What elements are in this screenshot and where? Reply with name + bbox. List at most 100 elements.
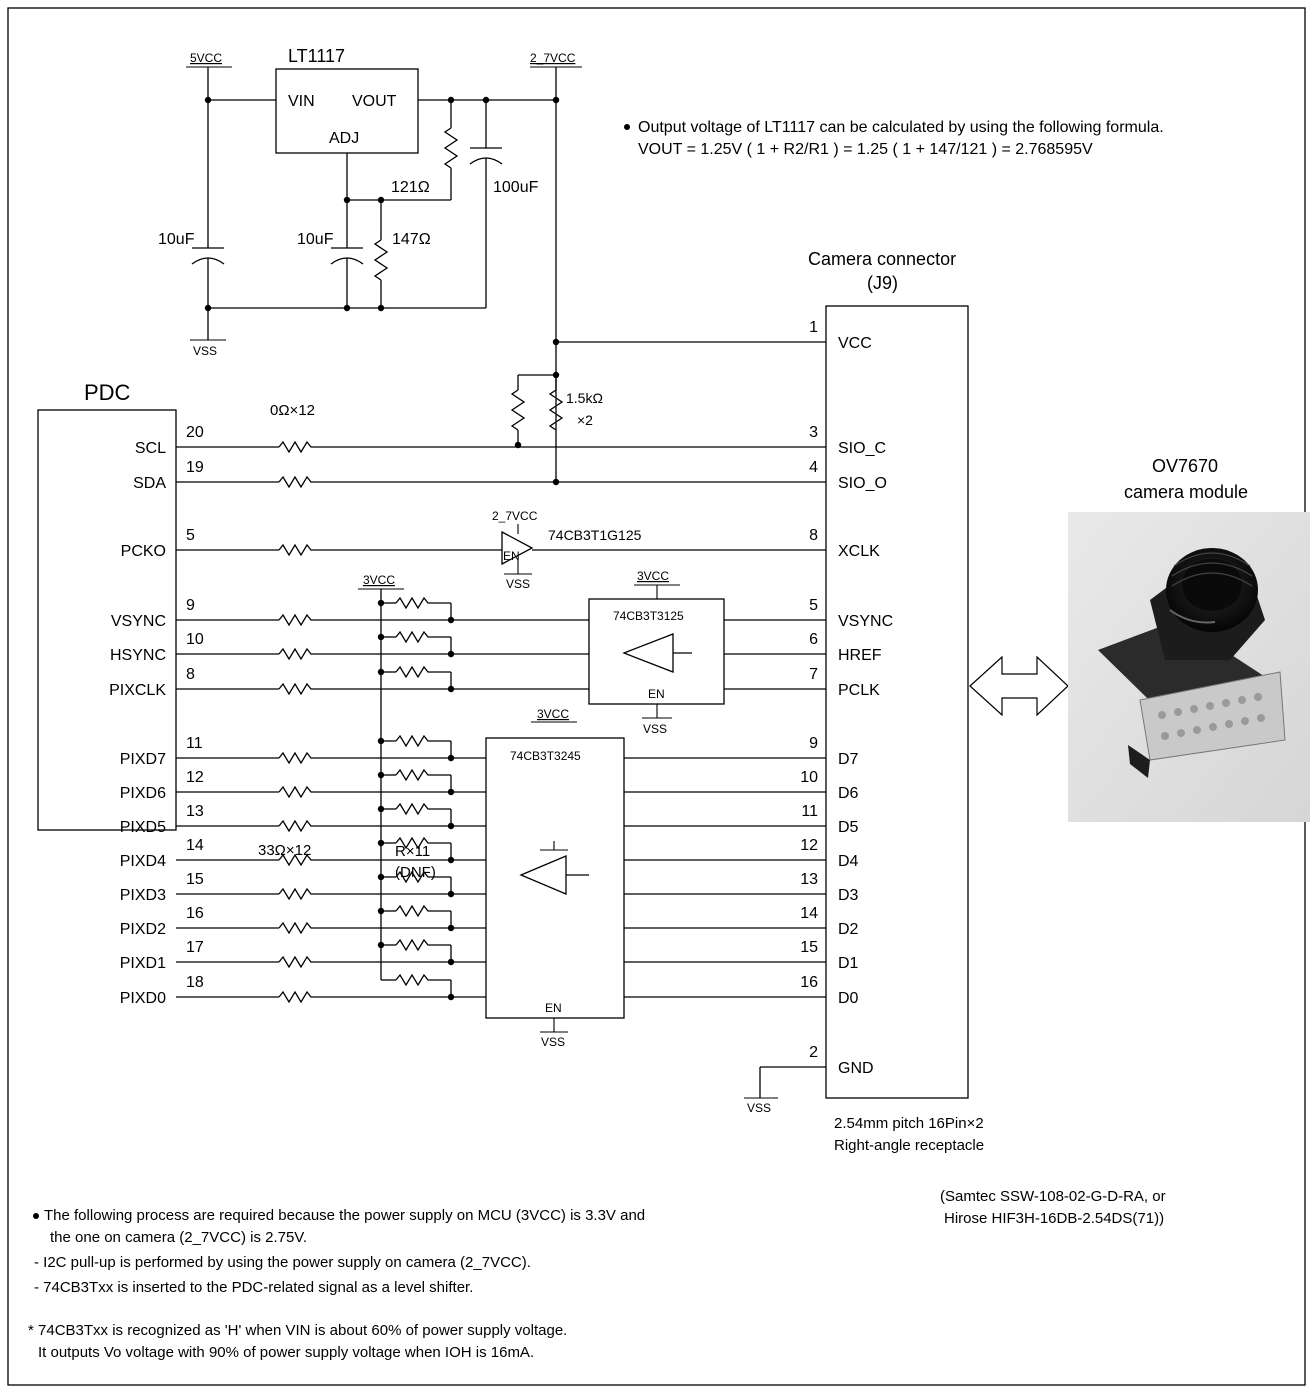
series-resistor-11 — [278, 921, 315, 935]
pdc-pins: SCL20SDA19PCKO5VSYNC9HSYNC10PIXCLK8PIXD7… — [109, 424, 204, 1007]
pdc-pin-label-2: PCKO — [121, 543, 166, 560]
camera-connector: Camera connector (J9) VCC1SIO_C3SIO_O4XC… — [556, 249, 1166, 1227]
pdc-pin-label-9: PIXD4 — [120, 853, 166, 870]
connector-pin-num-4: 5 — [809, 597, 818, 614]
pdc-pin-num-5: 8 — [186, 666, 195, 683]
pullup-count: ×2 — [577, 412, 593, 428]
pdc-pin-label-3: VSYNC — [111, 613, 166, 630]
dnf-resistor-2 — [395, 665, 432, 679]
pdc-box — [37, 409, 177, 831]
formula-note: Output voltage of LT1117 can be calculat… — [624, 119, 1164, 158]
ic-lt1117-adj: ADJ — [329, 130, 359, 147]
double-arrow-icon — [969, 655, 1069, 717]
connector-pin-label-2: SIO_O — [838, 475, 887, 492]
ic-lt1117-vin: VIN — [288, 93, 315, 110]
dnf-label-2: (DNF) — [395, 864, 436, 881]
buffer-74cb3t3245: 3VCC 74CB3T3245 EN VSS — [485, 707, 625, 1049]
connector-pin-num-7: 9 — [809, 735, 818, 752]
pdc-block: PDC SCL20SDA19PCKO5VSYNC9HSYNC10PIXCLK8P… — [37, 380, 204, 1007]
pdc-pin-num-0: 20 — [186, 424, 204, 441]
connector-pin-label-4: VSYNC — [838, 613, 893, 630]
dnf-resistor-column: 3VCC R×11 (DNF) — [358, 573, 455, 1001]
connector-pin-label-15: GND — [838, 1060, 874, 1077]
connector-spec-1: 2.54mm pitch 16Pin×2 — [834, 1115, 984, 1132]
i2c-pullups: 1.5kΩ ×2 — [510, 338, 603, 486]
connector-pin-num-8: 10 — [800, 769, 818, 786]
series-resistor-8 — [278, 819, 315, 833]
pdc-pin-num-12: 17 — [186, 939, 204, 956]
buffer-clk-supply: 2_7VCC — [492, 509, 538, 523]
buffer-data-en: EN — [545, 1001, 562, 1015]
series-resistor-5 — [278, 682, 315, 696]
pdc-pin-num-7: 12 — [186, 769, 204, 786]
buffer-sync-supply: 3VCC — [637, 569, 669, 583]
camera-desc: camera module — [1124, 482, 1248, 502]
c-adj-value: 10uF — [297, 231, 334, 248]
connector-part-1: (Samtec SSW-108-02-G-D-RA, or — [940, 1188, 1166, 1205]
pdc-pin-label-6: PIXD7 — [120, 751, 166, 768]
c-in-value: 10uF — [158, 231, 195, 248]
connector-ref: (J9) — [867, 273, 898, 293]
dnf-resistor-1 — [395, 630, 432, 644]
dnf-resistor-10 — [395, 973, 432, 987]
connector-pin-label-14: D0 — [838, 990, 859, 1007]
pdc-pin-num-4: 10 — [186, 631, 204, 648]
buffer-clk-vss: VSS — [506, 577, 530, 591]
series-resistor-3 — [278, 613, 315, 627]
note-4b: It outputs Vo voltage with 90% of power … — [38, 1344, 534, 1361]
connector-pin-num-13: 15 — [800, 939, 818, 956]
dnf-label-1: R×11 — [395, 843, 430, 860]
series-resistor-6 — [278, 751, 315, 765]
buffer-data-symbol — [519, 855, 589, 895]
pdc-pin-num-8: 13 — [186, 803, 204, 820]
signal-wires — [176, 440, 826, 1004]
connector-title: Camera connector — [808, 249, 956, 269]
buffer-74cb3t1g125: 2_7VCC EN VSS 74CB3T1G125 — [492, 509, 642, 591]
connector-pin-label-13: D1 — [838, 955, 859, 972]
net-label-5vcc: 5VCC — [190, 51, 222, 65]
pdc-pin-num-6: 11 — [186, 735, 203, 752]
buffer-data-supply: 3VCC — [537, 707, 569, 721]
pdc-pin-label-11: PIXD2 — [120, 921, 166, 938]
series-resistor-0 — [278, 440, 315, 454]
dnf-resistor-7 — [395, 870, 432, 884]
r1-value: 121Ω — [391, 179, 430, 196]
net-label-vss-top: VSS — [193, 344, 217, 358]
dnf-resistor-8 — [395, 904, 432, 918]
buffer-data-vss: VSS — [541, 1035, 565, 1049]
camera-name: OV7670 — [1152, 456, 1218, 476]
connector-pin-label-8: D6 — [838, 785, 859, 802]
note-3: - 74CB3Txx is inserted to the PDC-relate… — [34, 1279, 473, 1296]
pdc-pin-label-13: PIXD0 — [120, 990, 166, 1007]
connector-part-2: Hirose HIF3H-16DB-2.54DS(71)) — [944, 1210, 1164, 1227]
formula-line2: VOUT = 1.25V ( 1 + R2/R1 ) = 1.25 ( 1 + … — [638, 141, 1093, 158]
dnf-resistor-0 — [395, 596, 432, 610]
note-4a: * 74CB3Txx is recognized as 'H' when VIN… — [28, 1322, 567, 1339]
series-resistor-9 — [278, 853, 315, 867]
connector-pin-num-10: 12 — [800, 837, 818, 854]
pdc-pin-label-5: PIXCLK — [109, 682, 166, 699]
series-resistor-10 — [278, 887, 315, 901]
connector-pin-label-10: D4 — [838, 853, 859, 870]
connector-pin-num-9: 11 — [801, 803, 818, 820]
connector-pin-num-14: 16 — [800, 974, 818, 991]
connector-pin-label-11: D3 — [838, 887, 859, 904]
connector-pin-label-12: D2 — [838, 921, 859, 938]
camera-module: OV7670 camera module — [1068, 456, 1310, 822]
pullup-resistor-sda — [548, 389, 564, 431]
dnf-supply: 3VCC — [363, 573, 395, 587]
net-label-2-7vcc-top: 2_7VCC — [530, 51, 576, 65]
dnf-resistor-4 — [395, 768, 432, 782]
dnf-resistor-9 — [395, 938, 432, 952]
dnf-resistor-6 — [395, 836, 432, 850]
pdc-pin-label-4: HSYNC — [110, 647, 166, 664]
pdc-title: PDC — [84, 380, 131, 405]
series-resistor-2 — [278, 543, 315, 557]
connector-pin-num-12: 14 — [800, 905, 818, 922]
notes: The following process are required becau… — [28, 1207, 645, 1361]
resistor-r2 — [373, 239, 389, 281]
pullup-value: 1.5kΩ — [566, 390, 603, 406]
ic-lt1117-name: LT1117 — [288, 46, 345, 66]
pdc-pin-num-9: 14 — [186, 837, 204, 854]
connector-pin-num-15: 2 — [809, 1044, 818, 1061]
